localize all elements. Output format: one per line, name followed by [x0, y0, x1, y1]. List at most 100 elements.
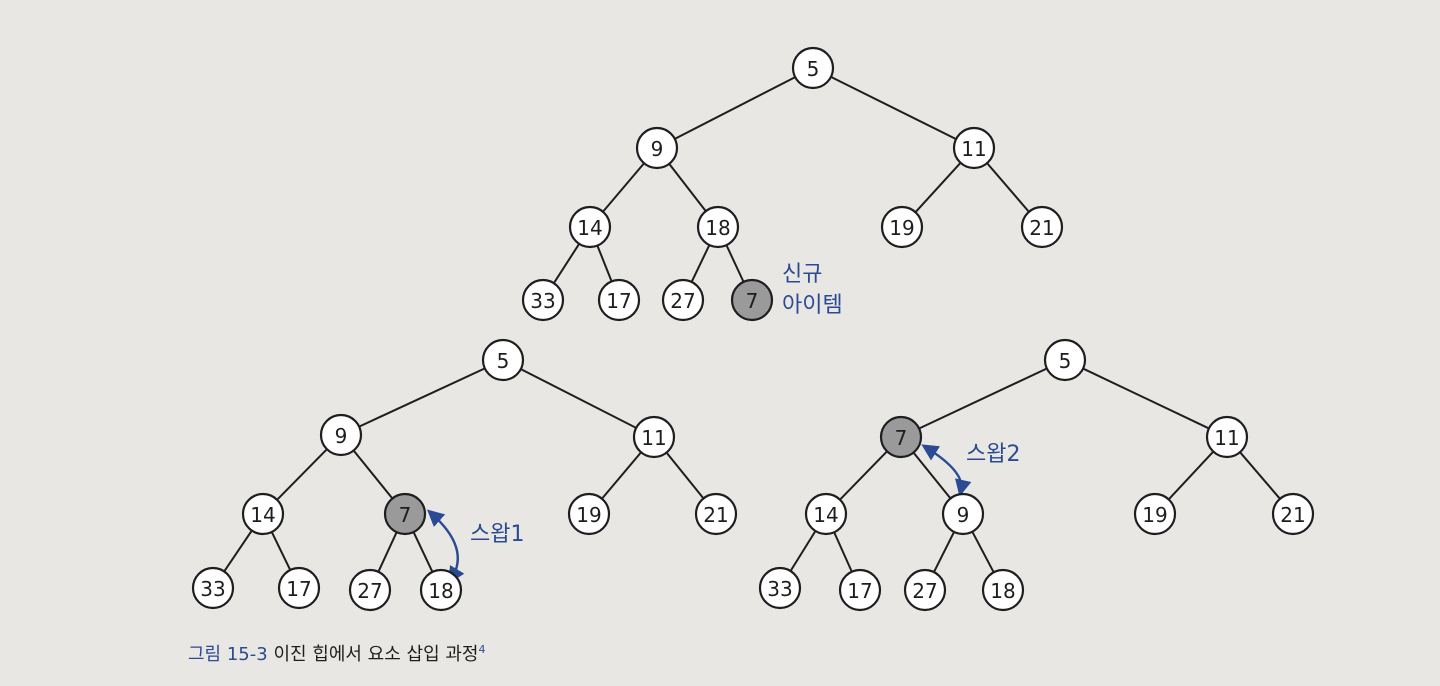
node-label: 21 [703, 503, 728, 527]
node-label: 5 [497, 349, 510, 373]
tree-node: 33 [521, 278, 565, 322]
tree-edge [601, 451, 642, 500]
node-label: 14 [813, 503, 838, 527]
node-label: 9 [957, 503, 970, 527]
tree-node: 11 [1205, 415, 1249, 459]
node-label: 19 [889, 216, 914, 240]
tree-node: 19 [567, 492, 611, 536]
tree-edge [412, 531, 434, 573]
tree-edge [986, 162, 1030, 213]
node-label: 33 [530, 289, 555, 313]
tree-node: 27 [661, 278, 705, 322]
node-label: 7 [895, 426, 908, 450]
node-circle [1133, 492, 1177, 536]
node-circle [635, 126, 679, 170]
node-circle [952, 126, 996, 170]
node-label: 21 [1280, 503, 1305, 527]
node-circle [1205, 415, 1249, 459]
node-label: 18 [705, 216, 730, 240]
tree-edge [674, 76, 796, 140]
node-circle [838, 568, 882, 612]
tree-edge [725, 244, 745, 283]
node-label: 7 [746, 289, 759, 313]
tree-node: 27 [348, 568, 392, 612]
node-circle [758, 566, 802, 610]
node-circle [521, 278, 565, 322]
node-circle [730, 278, 774, 322]
node-label: 33 [767, 577, 792, 601]
node-circle [1043, 338, 1087, 382]
node-circle [191, 566, 235, 610]
tree-edge [520, 368, 637, 429]
node-circle [791, 46, 835, 90]
node-label: 17 [286, 577, 311, 601]
tree-node: 14 [804, 492, 848, 536]
inserted-node: 7 [383, 492, 427, 536]
tree-node: 17 [838, 568, 882, 612]
tree-edge [918, 367, 1048, 430]
tree-node: 14 [568, 205, 612, 249]
node-label: 21 [1029, 216, 1054, 240]
node-circle [348, 568, 392, 612]
figure-caption-text: 이진 힙에서 요소 삽입 과정 [273, 644, 479, 665]
swap-1-label: 스왑1 [470, 522, 524, 547]
node-label: 5 [1059, 349, 1072, 373]
node-circle [880, 205, 924, 249]
node-circle [1271, 492, 1315, 536]
tree-edge [690, 244, 711, 283]
node-circle [597, 278, 641, 322]
node-label: 17 [606, 289, 631, 313]
node-label: 7 [399, 503, 412, 527]
node-label: 18 [428, 579, 453, 603]
node-label: 33 [200, 577, 225, 601]
swap-arrow [426, 509, 465, 584]
node-label: 14 [577, 216, 602, 240]
node-circle [277, 566, 321, 610]
node-circle [481, 338, 525, 382]
tree-node: 18 [419, 568, 463, 612]
swap-arrow [921, 444, 972, 497]
figure-caption: 그림 15-3 이진 힙에서 요소 삽입 과정4 [188, 640, 485, 666]
tree-node: 33 [191, 566, 235, 610]
tree-node: 21 [1271, 492, 1315, 536]
node-label: 9 [335, 424, 348, 448]
tree-node: 33 [758, 566, 802, 610]
node-label: 9 [651, 137, 664, 161]
node-circle [567, 492, 611, 536]
node-label: 11 [1214, 426, 1239, 450]
tree-edge [971, 531, 995, 573]
footnote-marker: 4 [478, 643, 486, 656]
node-circle [661, 278, 705, 322]
tree-node: 21 [694, 492, 738, 536]
tree-node: 9 [941, 492, 985, 536]
tree-node: 17 [277, 566, 321, 610]
tree-edge [1239, 451, 1281, 500]
tree-node: 27 [903, 568, 947, 612]
tree-edge [276, 448, 328, 501]
node-label: 27 [357, 579, 382, 603]
tree-node: 9 [319, 413, 363, 457]
tree-node: 11 [632, 415, 676, 459]
tree-edge [914, 162, 962, 213]
node-circle [804, 492, 848, 536]
node-circle [981, 568, 1025, 612]
node-label: 14 [250, 503, 275, 527]
node-label: 19 [576, 503, 601, 527]
tree-edge [933, 531, 955, 573]
tree-node: 14 [241, 492, 285, 536]
node-circle [903, 568, 947, 612]
tree-edges [223, 76, 1281, 573]
tree-edge [377, 531, 398, 573]
swap-2-label: 스왑2 [966, 442, 1020, 467]
tree-node: 19 [1133, 492, 1177, 536]
node-label: 11 [961, 137, 986, 161]
tree-node: 17 [597, 278, 641, 322]
swap-arrows [426, 444, 972, 584]
node-label: 27 [912, 579, 937, 603]
tree-node: 5 [481, 338, 525, 382]
node-circle [383, 492, 427, 536]
figure-number: 그림 15-3 [188, 644, 268, 665]
tree-edge [665, 451, 705, 500]
